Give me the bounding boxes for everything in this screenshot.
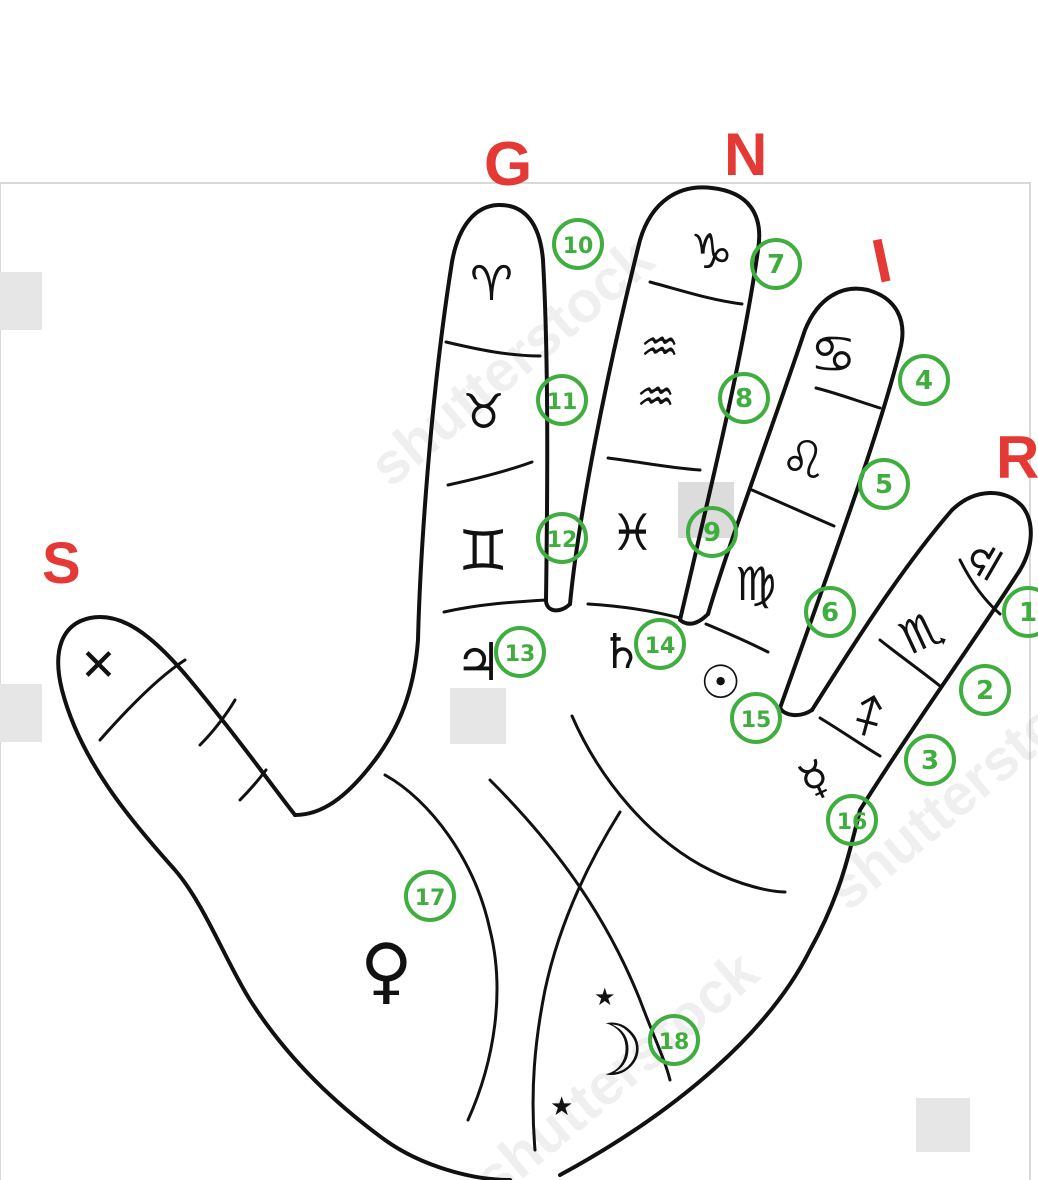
watermark-logo-icon	[916, 1098, 970, 1152]
badge-9: 9	[686, 506, 738, 558]
badge-circle	[898, 354, 950, 406]
hand-outline	[56, 185, 1033, 1180]
badge-1: 1	[1002, 586, 1038, 638]
jupiter-icon: ♃	[455, 633, 502, 693]
badge-number: 2	[976, 676, 994, 706]
badge-12: 12	[536, 512, 588, 564]
badge-8: 8	[718, 372, 770, 424]
watermark-logo-icon	[0, 684, 42, 742]
cancer-icon: ♋	[810, 325, 857, 385]
gemini-icon: ♊	[458, 519, 508, 584]
badge-number: 13	[505, 642, 536, 667]
badge-number: 9	[703, 518, 721, 548]
badge-circle	[804, 586, 856, 638]
badge-circle	[536, 512, 588, 564]
finger-letter-n: N	[724, 121, 767, 188]
pisces-icon: ♓	[610, 504, 655, 562]
badge-number: 10	[563, 234, 594, 259]
badge-number: 17	[415, 886, 446, 911]
badge-number: 16	[837, 810, 868, 835]
badge-14: 14	[634, 618, 686, 670]
badge-6: 6	[804, 586, 856, 638]
star-icon: ★	[550, 1092, 573, 1122]
badge-number: 11	[547, 390, 578, 415]
middle-finger-outline	[568, 185, 762, 626]
life-line	[383, 773, 499, 1122]
badge-number: 1	[1019, 598, 1037, 628]
thumb-cross-icon: ✕	[80, 640, 117, 691]
watermark-logo-icon	[450, 688, 506, 744]
watermark-logo-icon	[0, 272, 42, 330]
badge-circle	[750, 238, 802, 290]
badge-number: 18	[659, 1030, 690, 1055]
phalange-lines	[98, 280, 1002, 802]
little-finger-outline	[558, 491, 1033, 1177]
badge-number: 14	[645, 634, 676, 659]
badge-4: 4	[898, 354, 950, 406]
badge-circle	[1002, 586, 1038, 638]
badge-circle	[634, 618, 686, 670]
badge-circle	[686, 506, 738, 558]
fate-line	[531, 810, 622, 1152]
badge-circle	[494, 626, 546, 678]
badge-number: 4	[915, 366, 933, 396]
badge-circle	[858, 458, 910, 510]
badge-15: 15	[730, 692, 782, 744]
badge-number: 8	[735, 384, 753, 414]
leo-icon: ♌	[780, 431, 827, 491]
mercury-icon: ☿	[790, 749, 838, 810]
badge-circle	[536, 374, 588, 426]
aquarius-icon: ♒	[636, 372, 675, 423]
badge-circle	[959, 664, 1011, 716]
palm-lines	[383, 714, 787, 1152]
ring-finger-outline	[706, 286, 905, 717]
capricorn-icon: ♑	[690, 224, 733, 280]
thumb-outline	[56, 615, 512, 1180]
badge-18: 18	[648, 1014, 700, 1066]
badge-circle	[904, 734, 956, 786]
finger-letter-r: R	[996, 424, 1038, 491]
badge-2: 2	[959, 664, 1011, 716]
badge-number: 3	[921, 746, 939, 776]
badge-circle	[648, 1014, 700, 1066]
virgo-icon: ♍	[735, 557, 776, 611]
finger-letter-s: S	[42, 531, 81, 596]
badge-number: 6	[821, 598, 839, 628]
aries-icon: ♈	[470, 256, 513, 312]
finger-letter-g: G	[484, 130, 532, 199]
badge-13: 13	[494, 626, 546, 678]
badge-circle	[730, 692, 782, 744]
badge-number: 12	[547, 528, 578, 553]
thumb-web	[293, 638, 420, 817]
badge-5: 5	[858, 458, 910, 510]
index-finger-outline	[416, 202, 572, 642]
badge-16: 16	[826, 794, 878, 846]
finger-letter-i: I	[866, 226, 897, 297]
taurus-icon: ♉	[462, 384, 505, 440]
libra-icon: ♎	[953, 531, 1017, 591]
badge-10: 10	[552, 218, 604, 270]
badge-number: 5	[875, 470, 893, 500]
badge-circle	[552, 218, 604, 270]
star-icon: ★	[594, 983, 616, 1011]
badge-circle	[404, 870, 456, 922]
aquarius-icon: ♒	[640, 322, 679, 373]
badge-circle	[718, 372, 770, 424]
image-frame	[0, 182, 1031, 1180]
badge-circle	[826, 794, 878, 846]
moon-icon: ☽	[580, 1008, 645, 1092]
heart-line	[570, 714, 787, 894]
badge-number: 15	[741, 708, 772, 733]
sun-icon: ☉	[700, 655, 741, 709]
head-line	[488, 778, 672, 1082]
badge-11: 11	[536, 374, 588, 426]
badge-3: 3	[904, 734, 956, 786]
venus-icon: ♀	[360, 928, 413, 1012]
badge-number: 7	[767, 250, 785, 280]
badge-7: 7	[750, 238, 802, 290]
badge-17: 17	[404, 870, 456, 922]
